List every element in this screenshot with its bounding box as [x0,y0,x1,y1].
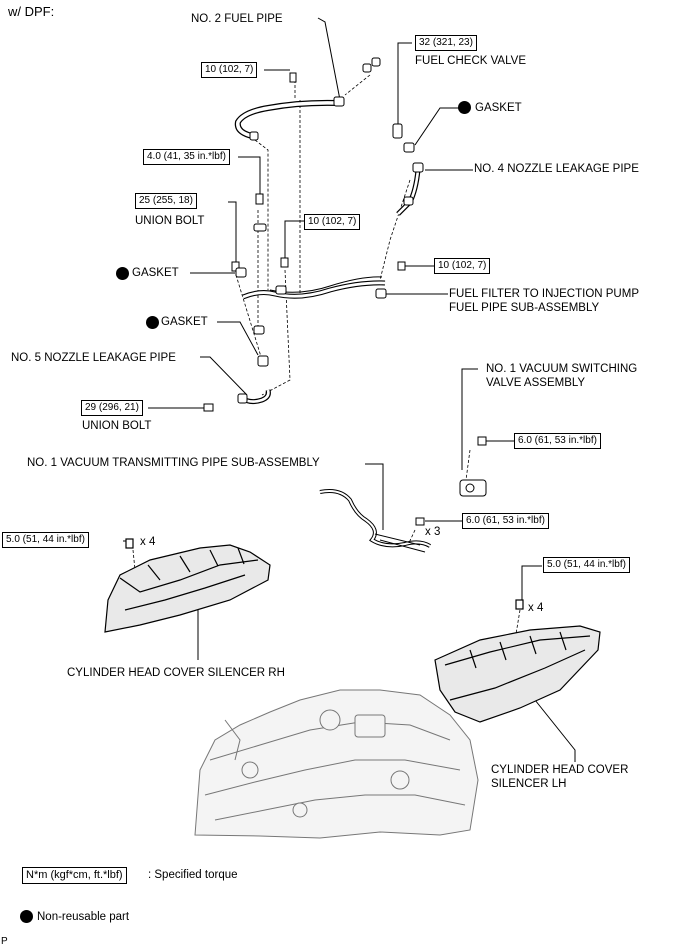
label-vsv-line1: NO. 1 VACUUM SWITCHING [486,363,638,375]
torque-vacuum-pipe: 6.0 (61, 53 in.*lbf) [462,513,549,529]
figure-code: P [1,936,8,947]
leader-gasket-upper [414,107,460,146]
torque-right-bolt: 10 (102, 7) [434,258,491,274]
bolt-no2 [289,72,297,83]
bolt-4-0 [255,193,264,205]
label-union-bolt-lower: UNION BOLT [82,420,152,432]
engine-drawing [194,689,479,839]
part-fitting-b [371,57,381,67]
silencer-lh-drawing [434,599,601,723]
bolt-right [397,261,406,271]
torque-union-bolt-upper: 25 (255, 18) [135,193,197,209]
no2-fuel-pipe-tube [234,99,339,139]
label-fuel-check-valve: FUEL CHECK VALVE [415,55,526,67]
label-gasket-lower: GASKET [161,316,208,328]
leader-silencer-lh [534,699,576,762]
leader-t-25 [228,201,237,265]
qty-silencer-rh: x 4 [140,536,156,548]
legend-torque-description: : Specified torque [148,869,238,881]
gasket-part-upper [403,142,415,153]
torque-silencer-rh: 5.0 (51, 44 in.*lbf) [2,532,89,548]
label-no2-fuel-pipe: NO. 2 FUEL PIPE [191,13,283,25]
leader-no2-fuel-pipe [317,17,341,101]
torque-check-valve: 32 (321, 23) [415,35,477,51]
torque-bolt-4-0: 4.0 (41, 35 in.*lbf) [143,149,230,165]
qty-vacuum-pipe: x 3 [425,526,441,538]
label-gasket-upper: GASKET [475,102,522,114]
legend-torque-box: N*m (kgf*cm, ft.*lbf) [22,867,127,884]
vsv-bolt [477,436,487,446]
silencer-rh-drawing [104,538,271,633]
gasket-part-lower [257,355,269,367]
dash-line-e [379,179,411,281]
dash-line-c [261,269,291,396]
torque-vsv: 6.0 (61, 53 in.*lbf) [514,433,601,449]
label-vsv-line2: VALVE ASSEMBLY [486,377,586,389]
vacuum-pipe-bolt [415,517,425,526]
label-silencer-lh-line2: SILENCER LH [491,778,567,790]
leader-vsv [461,368,478,470]
leader-no5 [200,356,248,396]
vacuum-transmitting-pipe [319,489,432,548]
dash-line-k [344,74,371,96]
dash-line-h [132,549,136,571]
label-no4-nozzle-leakage-pipe: NO. 4 NOZZLE LEAKAGE PIPE [474,163,639,175]
part-fitting-a [362,63,372,73]
leader-t-lh [521,565,542,600]
torque-center-bolt: 10 (102, 7) [304,214,361,230]
torque-no2-fuel-pipe: 10 (102, 7) [201,62,258,78]
non-reusable-marker [458,101,471,114]
torque-union-bolt-lower: 29 (296, 21) [81,400,143,416]
silencer-rh-bolt [125,538,134,549]
label-silencer-rh: CYLINDER HEAD COVER SILENCER RH [67,667,285,679]
leader-vacuum-pipe [365,463,384,530]
no2-pipe-end-fitting [333,96,345,107]
qty-silencer-lh: x 4 [528,602,544,614]
union-bolt-lower [203,403,214,412]
leader-check-valve [397,42,412,125]
dash-line-a [254,139,269,290]
leader-t-4-0 [238,156,261,200]
no2-pipe-end-fitting-2 [249,131,259,141]
label-gasket-mid: GASKET [132,267,179,279]
label-union-bolt-upper: UNION BOLT [135,215,205,227]
dash-line-j [407,529,416,546]
leader-gasket-lower [217,321,259,356]
bolt-center [280,257,289,268]
label-fuel-filter-pipe-line2: FUEL PIPE SUB-ASSEMBLY [449,302,600,314]
legend-non-reusable-label: Non-reusable part [37,911,130,923]
label-no5-nozzle-leakage-pipe: NO. 5 NOZZLE LEAKAGE PIPE [11,352,176,364]
label-fuel-filter-pipe-line1: FUEL FILTER TO INJECTION PUMP [449,288,639,300]
label-vacuum-transmitting-pipe: NO. 1 VACUUM TRANSMITTING PIPE SUB-ASSEM… [27,457,320,469]
dash-line-g [465,449,471,481]
non-reusable-marker [146,316,159,329]
legend-non-reusable-icon [20,910,33,923]
silencer-lh-bolt [515,599,524,610]
no4-fitting [412,162,424,173]
leader-t-center [284,220,305,262]
torque-silencer-lh: 5.0 (51, 44 in.*lbf) [543,557,630,573]
fuel-check-valve-body [392,123,403,139]
no5-nozzle-leakage-pipe [237,393,248,404]
label-silencer-lh-line1: CYLINDER HEAD COVER [491,764,629,776]
non-reusable-marker [116,267,129,280]
variant-title: w/ DPF: [8,4,55,19]
